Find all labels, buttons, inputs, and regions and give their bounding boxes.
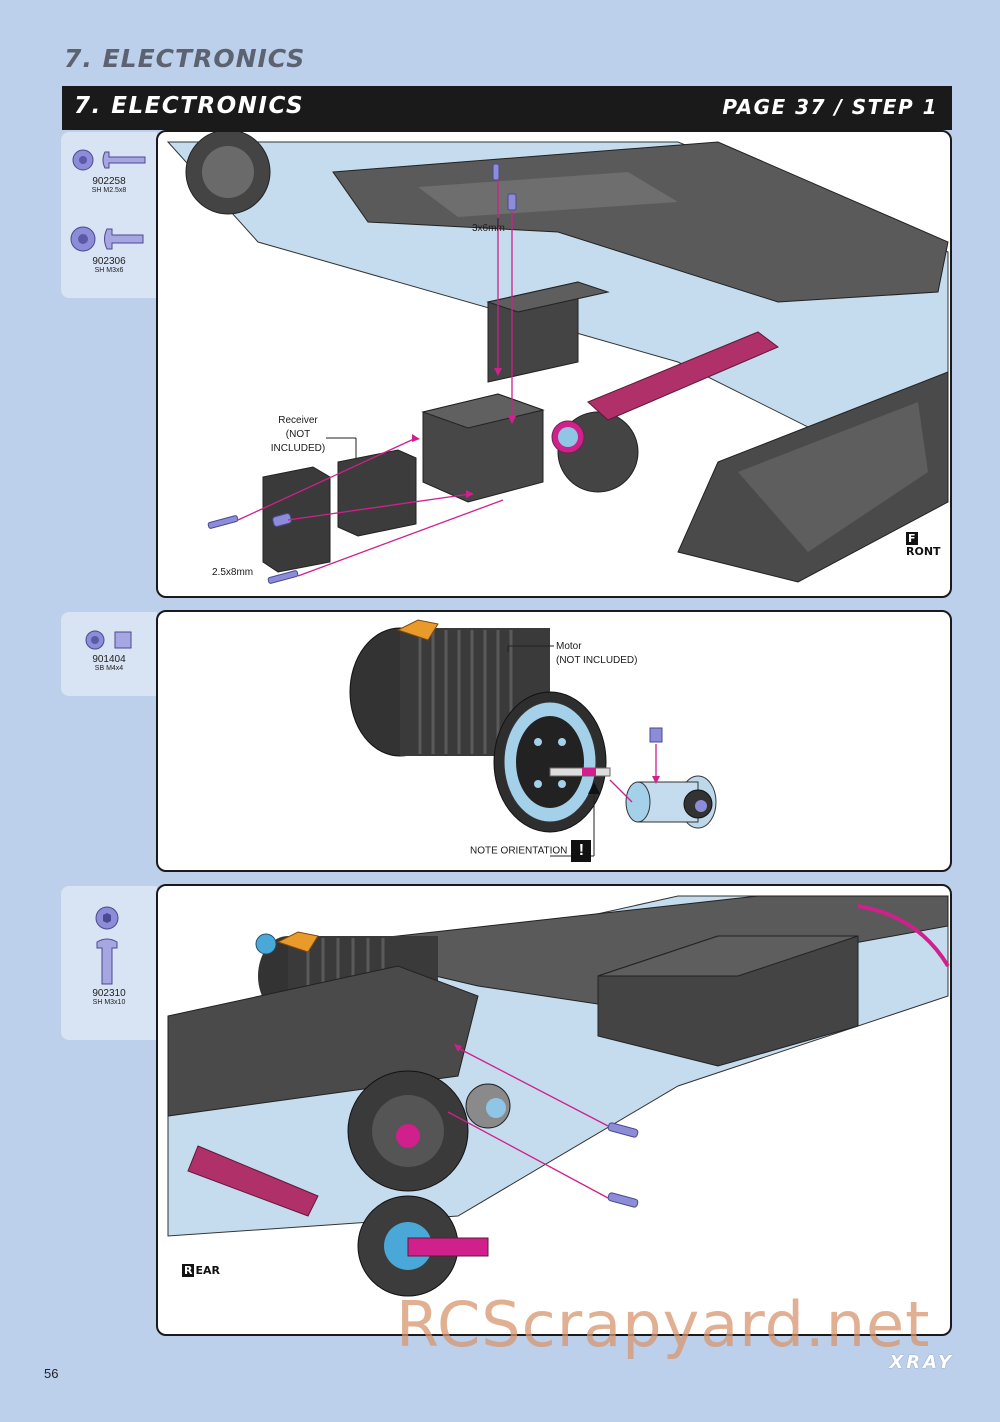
part-number: 902310 [92, 988, 126, 999]
button-head-screw-icon [72, 149, 146, 171]
set-screw-icon [85, 630, 132, 650]
socket-head-screw-icon [95, 906, 119, 985]
part-number: 902258 [92, 176, 126, 187]
part-902258: 902258 SH M2.5x8 [61, 146, 157, 194]
receiver-label-line1: Receiver [278, 415, 318, 426]
part-description: SH M3x6 [94, 267, 124, 274]
rear-initial: R [182, 1264, 195, 1277]
page-number: 56 [44, 1366, 59, 1381]
note-orientation-text: NOTE ORIENTATION [470, 845, 568, 857]
front-rest: RONT [906, 545, 941, 558]
motor-label-line1: Motor [556, 641, 582, 652]
part-902306: 902306 SH M3x6 [61, 224, 157, 274]
part-902310: 902310 SH M3x10 [61, 904, 157, 1006]
motor-label-line2: (NOT INCLUDED) [556, 655, 638, 666]
assembly-panel-motor: Motor (NOT INCLUDED) NOTE ORIENTATION! [156, 610, 952, 872]
parts-tab-section1: 902258 SH M2.5x8 902306 SH M3x6 [61, 132, 157, 298]
step-title: 7. ELECTRONICS [74, 93, 305, 119]
button-head-screw-icon [70, 226, 144, 252]
receiver-label: Receiver (NOT INCLUDED) [258, 414, 338, 456]
page-heading: 7. ELECTRONICS [64, 44, 306, 73]
part-description: SH M3x10 [92, 999, 126, 1006]
brand-logo: XRAY [889, 1352, 954, 1373]
assembly-panel-receiver: 3x6mm Receiver (NOT INCLUDED) 2.5x8mm FR… [156, 130, 952, 598]
part-901404: 901404 SB M4x4 [61, 628, 157, 672]
warning-icon: ! [571, 840, 592, 862]
rear-rest: EAR [195, 1264, 220, 1277]
part-description: SB M4x4 [94, 665, 124, 672]
part-description: SH M2.5x8 [91, 187, 127, 194]
motor-pinion-illustration [349, 619, 717, 857]
part-number: 901404 [92, 654, 126, 665]
screw-3x6-label: 3x6mm [472, 223, 505, 234]
note-orientation-label: NOTE ORIENTATION! [470, 840, 592, 862]
part-number: 902306 [92, 256, 126, 267]
motor-install-illustration [167, 895, 950, 1297]
front-direction-label: FRONT [906, 532, 950, 558]
front-initial: F [906, 532, 918, 545]
receiver-label-line2: (NOT INCLUDED) [270, 429, 326, 454]
watermark: RCScrapyard.net [396, 1288, 931, 1361]
parts-tab-section3: 902310 SH M3x10 [61, 886, 157, 1040]
receiver-assembly-illustration [166, 132, 949, 584]
step-reference: PAGE 37 / STEP 1 [722, 95, 938, 119]
screw-2-5x8-label: 2.5x8mm [212, 567, 254, 578]
parts-tab-section2: 901404 SB M4x4 [61, 612, 157, 696]
step-bar: 7. ELECTRONICS PAGE 37 / STEP 1 [62, 86, 952, 130]
motor-label: Motor (NOT INCLUDED) [556, 640, 637, 668]
